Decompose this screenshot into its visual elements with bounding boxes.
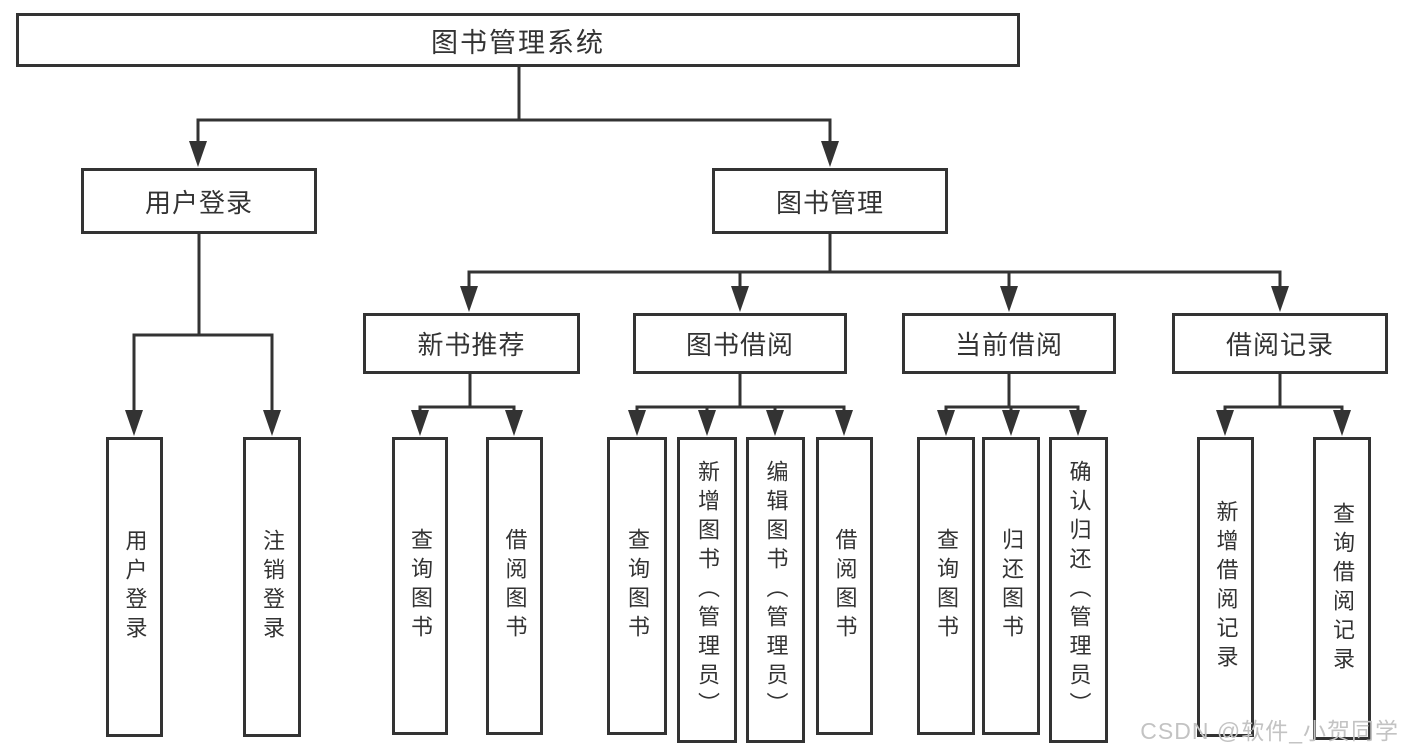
arrowhead	[505, 410, 523, 436]
arrowhead	[698, 410, 716, 436]
node-leaf-borrow-books-2: 借阅图书	[816, 437, 873, 735]
node-current-borrow-group: 当前借阅	[902, 313, 1116, 374]
arrowhead	[1271, 286, 1289, 312]
arrowhead	[1002, 410, 1020, 436]
node-borrow-record-group: 借阅记录	[1172, 313, 1388, 374]
arrowhead	[125, 410, 143, 436]
node-new-book-recommend-group: 新书推荐	[363, 313, 580, 374]
node-user-login-branch: 用户登录	[81, 168, 317, 234]
arrowhead	[731, 286, 749, 312]
node-leaf-add-books-admin: 新增图书（管理员）	[677, 437, 737, 743]
node-leaf-query-borrow-record: 查询借阅记录	[1313, 437, 1371, 740]
arrowhead	[1069, 410, 1087, 436]
node-leaf-return-books: 归还图书	[982, 437, 1040, 735]
node-book-management-branch: 图书管理	[712, 168, 948, 234]
arrowhead	[1333, 410, 1351, 436]
node-leaf-edit-books-admin: 编辑图书（管理员）	[746, 437, 805, 743]
arrowhead	[411, 410, 429, 436]
arrowheads	[125, 141, 1351, 436]
node-leaf-query-books-3: 查询图书	[917, 437, 975, 735]
node-leaf-confirm-return-admin: 确认归还（管理员）	[1049, 437, 1108, 743]
arrowhead	[821, 141, 839, 167]
arrowhead	[1216, 410, 1234, 436]
arrowhead	[766, 410, 784, 436]
node-leaf-user-login: 用户登录	[106, 437, 163, 737]
node-root: 图书管理系统	[16, 13, 1020, 67]
node-leaf-logout: 注销登录	[243, 437, 301, 737]
arrowhead	[835, 410, 853, 436]
arrowhead	[263, 410, 281, 436]
node-leaf-query-books-1: 查询图书	[392, 437, 448, 735]
arrowhead	[937, 410, 955, 436]
arrowhead	[189, 141, 207, 167]
arrowhead	[628, 410, 646, 436]
node-leaf-add-borrow-record: 新增借阅记录	[1197, 437, 1254, 737]
arrowhead	[1000, 286, 1018, 312]
arrowhead	[460, 286, 478, 312]
node-leaf-query-books-2: 查询图书	[607, 437, 667, 735]
node-book-borrow-group: 图书借阅	[633, 313, 847, 374]
node-leaf-borrow-books-1: 借阅图书	[486, 437, 543, 735]
